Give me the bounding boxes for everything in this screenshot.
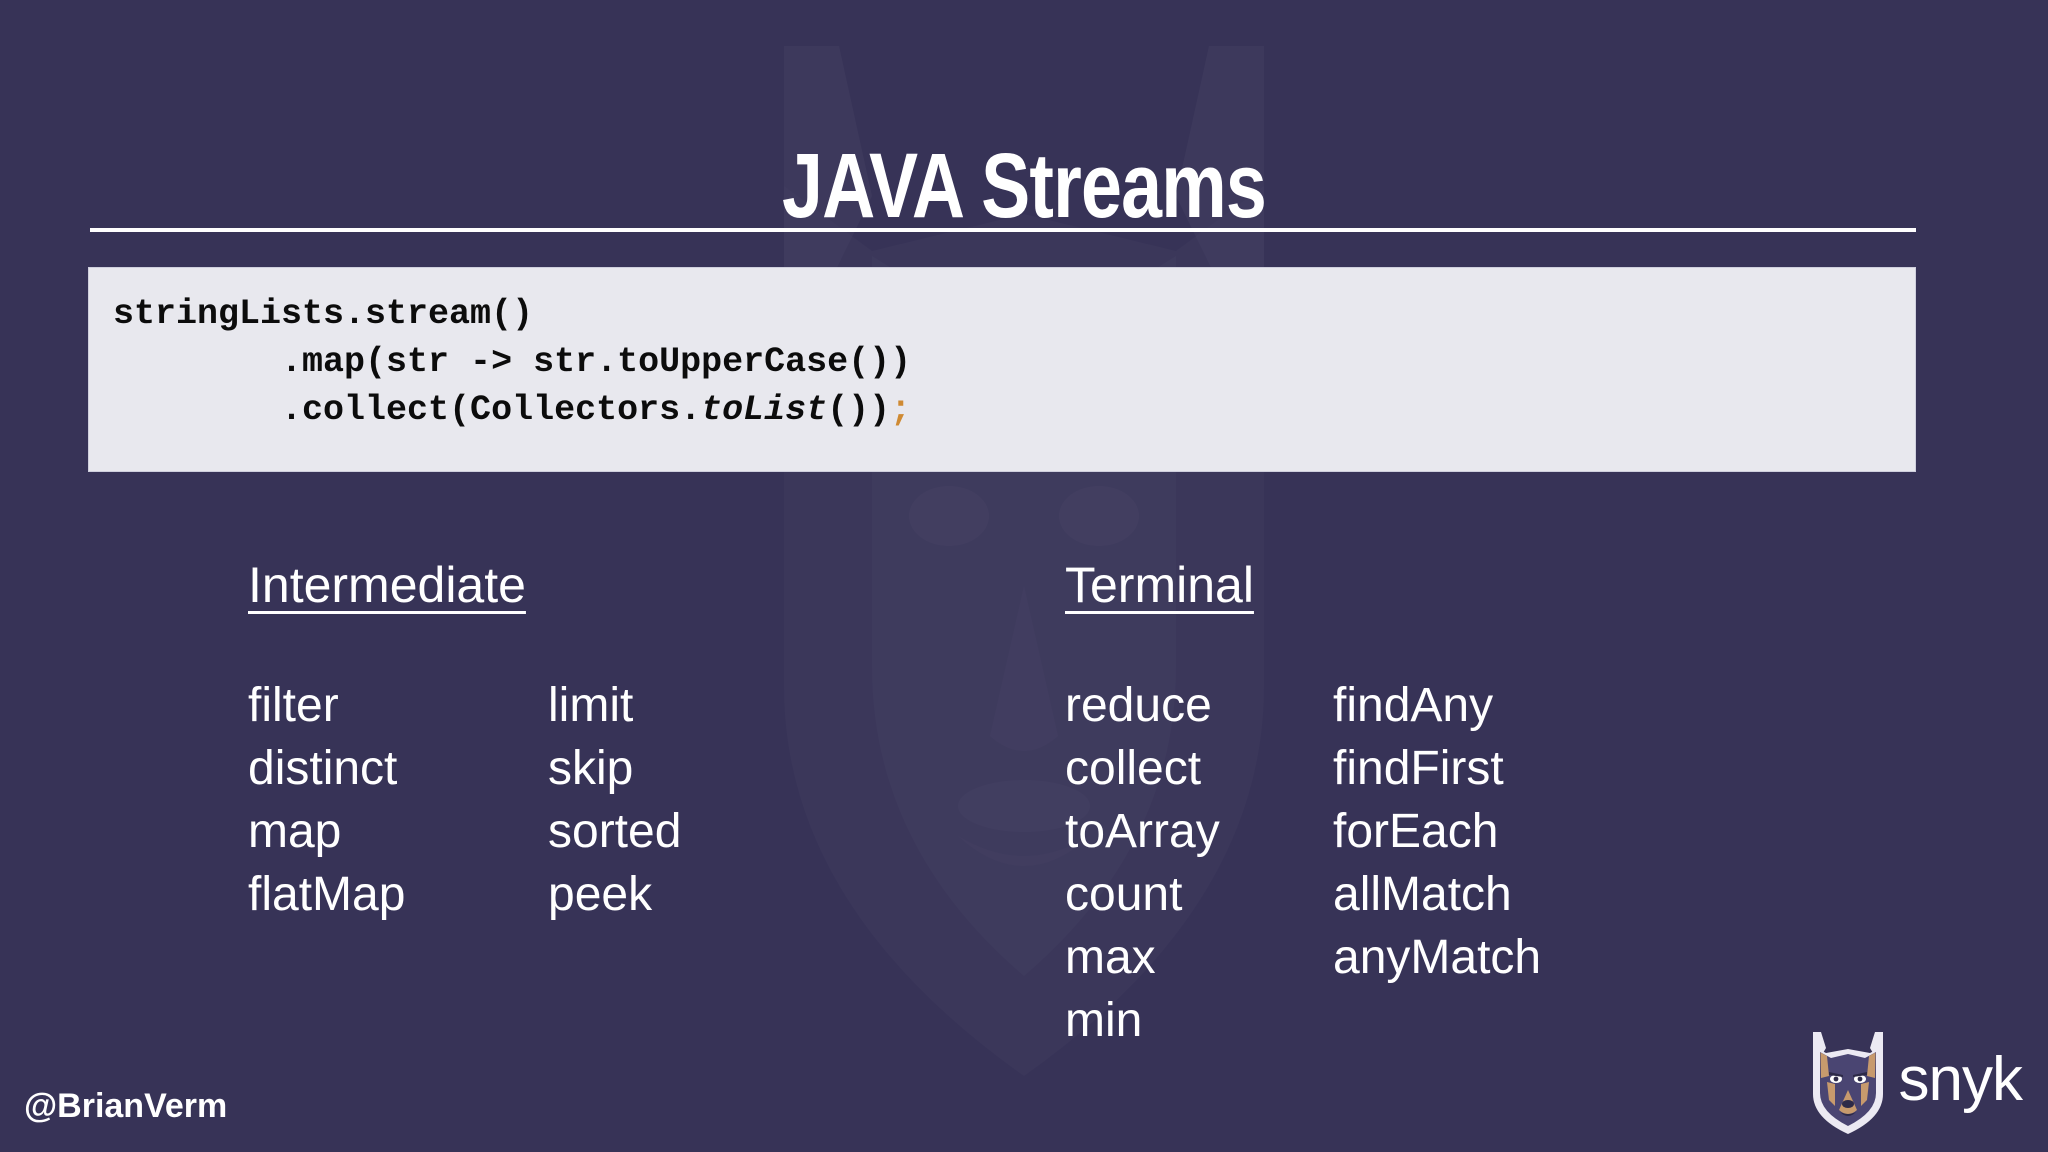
op-distinct: distinct: [248, 742, 398, 795]
group-terminal-columns: reduce collect toArray count max min fin…: [1065, 674, 1541, 1052]
code-line-3-indent: [113, 390, 281, 430]
code-line-2-text: .map(str -> str.toUpperCase()): [281, 342, 912, 382]
op-findfirst: findFirst: [1333, 742, 1504, 795]
code-line-3: .collect(Collectors.toList());: [113, 386, 1915, 434]
group-intermediate: Intermediate filter distinct map flatMap…: [248, 560, 681, 926]
intermediate-column-1: filter distinct map flatMap: [248, 674, 548, 926]
op-limit: limit: [548, 679, 634, 732]
group-terminal-heading: Terminal: [1065, 557, 1254, 613]
code-line-3-suffix: ()): [827, 390, 891, 430]
op-foreach: forEach: [1333, 805, 1499, 858]
op-peek: peek: [548, 868, 653, 921]
op-skip: skip: [548, 742, 634, 795]
code-semicolon: ;: [890, 390, 912, 430]
group-terminal: Terminal reduce collect toArray count ma…: [1065, 560, 1541, 1052]
group-intermediate-columns: filter distinct map flatMap limit skip s…: [248, 674, 681, 926]
code-line-2-indent: [113, 342, 281, 382]
code-block: stringLists.stream() .map(str -> str.toU…: [89, 268, 1915, 471]
code-line-3-prefix: .collect(Collectors.: [281, 390, 702, 430]
op-min: min: [1065, 994, 1143, 1047]
op-flatmap: flatMap: [248, 868, 406, 921]
op-collect: collect: [1065, 742, 1202, 795]
code-method-tolist: toList: [701, 390, 828, 430]
op-reduce: reduce: [1065, 679, 1212, 732]
snyk-dog-shield-icon: [1812, 1032, 1883, 1134]
op-sorted: sorted: [548, 805, 682, 858]
author-handle: @BrianVerm: [24, 1087, 228, 1125]
op-filter: filter: [248, 679, 339, 732]
code-line-1: stringLists.stream(): [113, 294, 534, 334]
snyk-logo: snyk: [1807, 1032, 2023, 1136]
op-count: count: [1065, 868, 1183, 921]
op-toarray: toArray: [1065, 805, 1220, 858]
snyk-wordmark: snyk: [1898, 1045, 2023, 1114]
op-allmatch: allMatch: [1333, 868, 1512, 921]
intermediate-column-2: limit skip sorted peek: [548, 674, 681, 926]
op-max: max: [1065, 931, 1156, 984]
code-line-2: .map(str -> str.toUpperCase()): [113, 338, 1915, 386]
page-title: JAVA Streams: [781, 134, 1267, 237]
group-intermediate-heading: Intermediate: [248, 557, 526, 613]
terminal-column-2: findAny findFirst forEach allMatch anyMa…: [1333, 674, 1541, 1052]
op-anymatch: anyMatch: [1333, 931, 1542, 984]
title-divider: [90, 228, 1916, 232]
op-map: map: [248, 805, 342, 858]
terminal-column-1: reduce collect toArray count max min: [1065, 674, 1333, 1052]
op-findany: findAny: [1333, 679, 1494, 732]
